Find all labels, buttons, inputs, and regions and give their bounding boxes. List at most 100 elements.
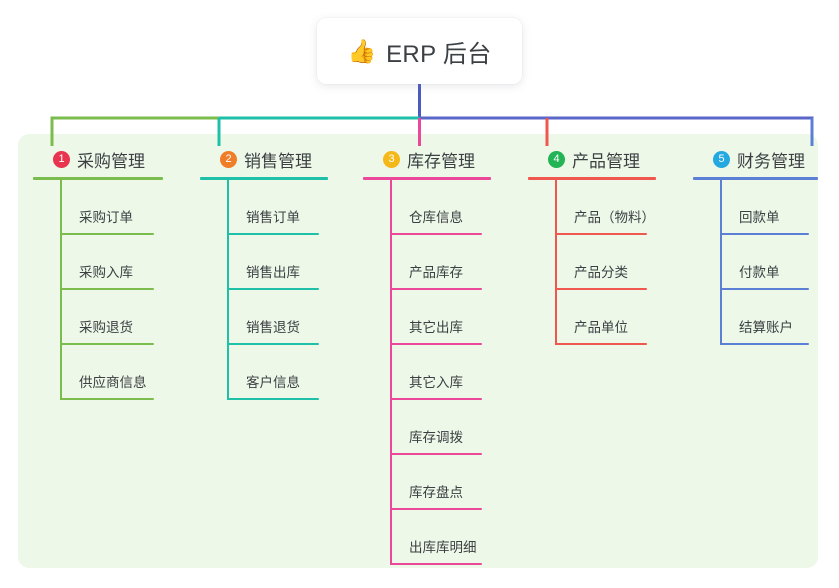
leaf-node[interactable]: 销售退货 [227,290,328,345]
branch-title: 产品管理 [572,151,640,171]
leaf-node-label: 回款单 [739,210,780,225]
branch-item-list: 回款单付款单结算账户 [720,180,818,345]
branch-spine [720,180,722,345]
leaf-node-label: 供应商信息 [79,375,147,390]
leaf-node[interactable]: 产品库存 [390,235,491,290]
branch-title: 销售管理 [244,151,312,171]
leaf-node-underline [720,233,809,235]
leaf-node[interactable]: 产品分类 [555,235,656,290]
branch-header-underline [528,177,656,180]
thumbs-up-icon: 👍 [347,37,377,64]
leaf-node[interactable]: 仓库信息 [390,180,491,235]
leaf-node-underline [720,288,809,290]
leaf-node-underline [227,343,319,345]
leaf-node-underline [555,343,647,345]
leaf-node-label: 销售出库 [246,265,300,280]
branch-spine [390,180,392,565]
root-node-card[interactable]: 👍 ERP 后台 [317,18,522,84]
leaf-node-label: 库存盘点 [409,485,463,500]
leaf-node-label: 采购入库 [79,265,133,280]
leaf-node-label: 结算账户 [739,320,793,335]
leaf-node-underline [390,343,482,345]
leaf-node[interactable]: 其它出库 [390,290,491,345]
diagram-background-panel [18,134,818,568]
branch-title: 采购管理 [77,151,145,171]
leaf-node-label: 销售订单 [246,210,300,225]
leaf-node-label: 产品单位 [574,320,628,335]
branch-item-list: 产品（物料） 产品分类产品单位 [555,180,656,345]
leaf-node[interactable]: 回款单 [720,180,818,235]
leaf-node[interactable]: 采购入库 [60,235,163,290]
leaf-node-label: 产品库存 [409,265,463,280]
branch-header-5[interactable]: 5 财务管理 [693,146,818,172]
branch-item-list: 仓库信息产品库存其它出库其它入库库存调拨库存盘点出库库明细 [390,180,491,565]
leaf-node-underline [720,343,809,345]
leaf-node[interactable]: 出库库明细 [390,510,491,565]
branch-column-2: 2 销售管理销售订单销售出库销售退货客户信息 [200,146,328,400]
branch-column-5: 5 财务管理回款单付款单结算账户 [693,146,818,345]
leaf-node-underline [60,233,154,235]
branch-header-1[interactable]: 1 采购管理 [33,146,163,172]
leaf-node[interactable]: 客户信息 [227,345,328,400]
leaf-node-underline [227,233,319,235]
branch-spine [227,180,229,400]
branch-number-badge: 1 [53,150,70,168]
branch-column-4: 4 产品管理产品（物料） 产品分类产品单位 [528,146,656,345]
leaf-node[interactable]: 采购订单 [60,180,163,235]
branch-item-list: 销售订单销售出库销售退货客户信息 [227,180,328,400]
branch-header-underline [33,177,163,180]
branch-header-underline [363,177,491,180]
leaf-node-underline [555,288,647,290]
leaf-node[interactable]: 结算账户 [720,290,818,345]
root-node-title: ERP 后台 [386,40,492,68]
branch-spine [60,180,62,400]
leaf-node-underline [60,288,154,290]
branch-header-4[interactable]: 4 产品管理 [528,146,656,172]
branch-item-list: 采购订单采购入库采购退货供应商信息 [60,180,163,400]
leaf-node-label: 销售退货 [246,320,300,335]
leaf-node[interactable]: 付款单 [720,235,818,290]
leaf-node-label: 采购订单 [79,210,133,225]
leaf-node-underline [60,343,154,345]
branch-header-underline [200,177,328,180]
leaf-node-underline [390,453,482,455]
leaf-node-underline [227,398,319,400]
leaf-node[interactable]: 供应商信息 [60,345,163,400]
branch-column-1: 1 采购管理采购订单采购入库采购退货供应商信息 [33,146,163,400]
leaf-node-underline [390,233,482,235]
branch-number-badge: 3 [383,150,400,168]
leaf-node[interactable]: 产品单位 [555,290,656,345]
leaf-node-underline [390,563,482,565]
leaf-node-label: 产品（物料） [574,210,655,225]
leaf-node-label: 客户信息 [246,375,300,390]
branch-title: 财务管理 [737,151,805,171]
leaf-node-underline [390,508,482,510]
leaf-node-underline [227,288,319,290]
leaf-node-label: 其它出库 [409,320,463,335]
leaf-node-label: 其它入库 [409,375,463,390]
leaf-node[interactable]: 产品（物料） [555,180,656,235]
leaf-node[interactable]: 库存调拨 [390,400,491,455]
branch-number-badge: 2 [220,150,237,168]
branch-number-badge: 4 [548,150,565,168]
leaf-node-underline [390,398,482,400]
leaf-node-label: 出库库明细 [409,540,477,555]
branch-header-3[interactable]: 3 库存管理 [363,146,491,172]
branch-column-3: 3 库存管理仓库信息产品库存其它出库其它入库库存调拨库存盘点出库库明细 [363,146,491,565]
leaf-node[interactable]: 采购退货 [60,290,163,345]
leaf-node-underline [60,398,154,400]
leaf-node[interactable]: 销售订单 [227,180,328,235]
leaf-node[interactable]: 库存盘点 [390,455,491,510]
leaf-node-label: 采购退货 [79,320,133,335]
branch-number-badge: 5 [713,150,730,168]
leaf-node-label: 仓库信息 [409,210,463,225]
leaf-node-underline [390,288,482,290]
leaf-node[interactable]: 销售出库 [227,235,328,290]
leaf-node-underline [555,233,647,235]
leaf-node[interactable]: 其它入库 [390,345,491,400]
branch-header-2[interactable]: 2 销售管理 [200,146,328,172]
branch-spine [555,180,557,345]
leaf-node-label: 付款单 [739,265,780,280]
branch-title: 库存管理 [407,151,475,171]
